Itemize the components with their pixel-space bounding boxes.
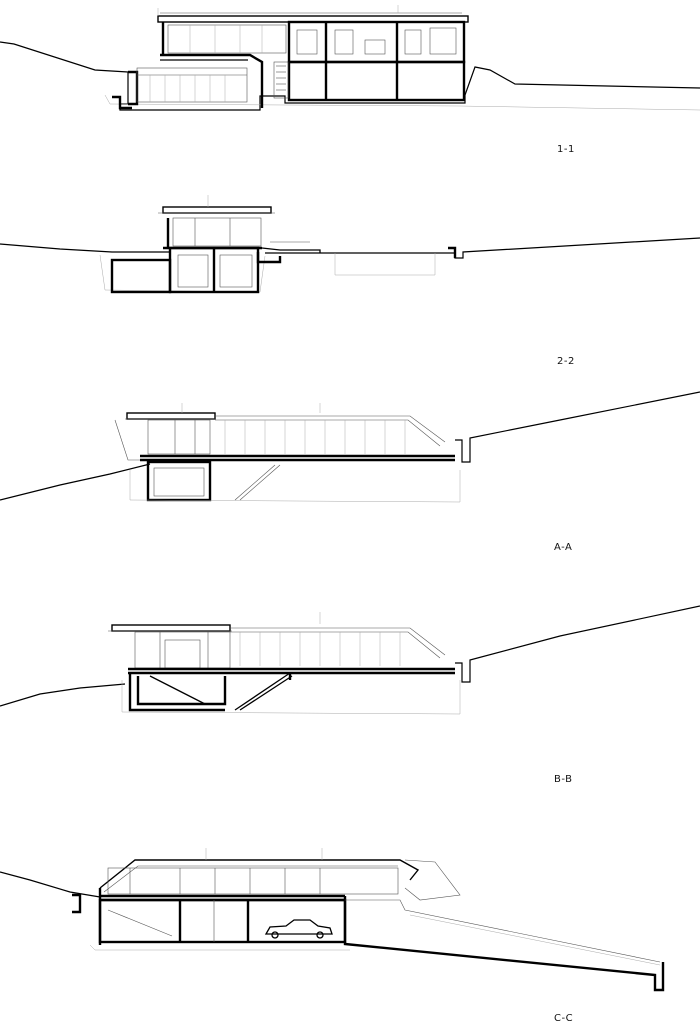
car-icon <box>264 919 333 939</box>
section-label-b-b: B-B <box>554 774 573 785</box>
section-1-1-drawing <box>0 5 700 111</box>
terrain-line-2-2 <box>0 243 170 253</box>
section-a-a-drawing <box>0 391 700 503</box>
terrain-line-b-b <box>0 683 126 707</box>
section-label-c-c: C-C <box>554 1013 574 1024</box>
section-label-a-a: A-A <box>554 542 573 553</box>
terrain-line-a-a <box>0 463 151 501</box>
section-label-2-2: 2-2 <box>557 356 575 367</box>
section-c-c-drawing <box>0 848 665 992</box>
section-2-2-drawing <box>0 195 700 294</box>
section-b-b-drawing <box>0 605 700 715</box>
section-label-1-1: 1-1 <box>557 144 575 155</box>
terrain-line-1-1 <box>0 41 700 111</box>
terrain-line-c-c <box>0 871 101 898</box>
